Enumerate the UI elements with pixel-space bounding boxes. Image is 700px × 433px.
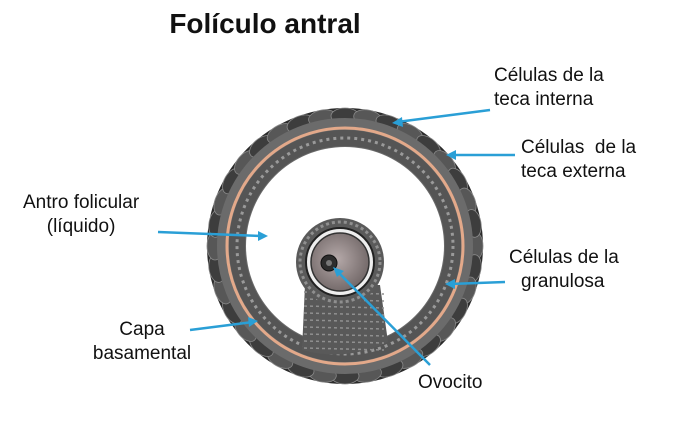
corona-texture (298, 220, 382, 304)
oocyte-nucleolus (326, 260, 332, 266)
cumulus-line (303, 340, 385, 344)
arrowhead-teca-externa (446, 150, 456, 160)
arrowhead-capa (248, 317, 258, 327)
arrow-capa (189, 320, 254, 332)
label-granulosa: Células de la granulosa (509, 246, 619, 294)
label-antro: Antro folicular (líquido) (23, 191, 139, 239)
arrowhead-teca-interna (392, 117, 403, 127)
arrowhead-granulosa (445, 279, 455, 289)
label-teca-externa-line2: teca externa (521, 161, 626, 182)
label-ovocito-line1: Ovocito (418, 372, 483, 393)
cumulus-line (303, 333, 385, 337)
cumulus-line (303, 347, 385, 351)
arrowhead-antro (258, 231, 268, 241)
label-capa: Capa basamental (72, 318, 212, 366)
label-capa-line1: Capa (119, 319, 165, 340)
label-granulosa-line2: granulosa (521, 271, 605, 292)
teca-interna-ring (217, 118, 473, 374)
label-antro-line2: (líquido) (46, 216, 116, 237)
cumulus-line (303, 312, 385, 316)
label-teca-externa: Células de la teca externa (521, 136, 636, 184)
cumulus-line (303, 305, 385, 309)
label-teca-externa-line1: Células de la (521, 137, 637, 158)
label-capa-line2: basamental (92, 343, 192, 364)
label-teca-interna-line2: teca interna (494, 89, 594, 110)
label-antro-line1: Antro folicular (23, 192, 140, 213)
cumulus-line (303, 319, 385, 323)
arrow-antro (157, 230, 263, 238)
basement-membrane (225, 126, 465, 366)
cumulus-line (303, 326, 385, 330)
diagram-title: Folículo antral (169, 8, 361, 39)
label-teca-interna-line1: Células de la (494, 65, 604, 86)
label-granulosa-line1: Células de la (509, 247, 619, 268)
label-teca-interna: Células de la teca interna (494, 64, 604, 112)
arrowhead-ovocito (333, 267, 344, 277)
arrow-ovocito (335, 269, 431, 366)
oocyte (310, 232, 370, 292)
arrowheads (248, 117, 456, 327)
arrow-teca-interna (396, 108, 491, 124)
arrows (157, 108, 515, 366)
label-ovocito: Ovocito (418, 371, 482, 395)
arrow-granulosa (449, 280, 506, 286)
